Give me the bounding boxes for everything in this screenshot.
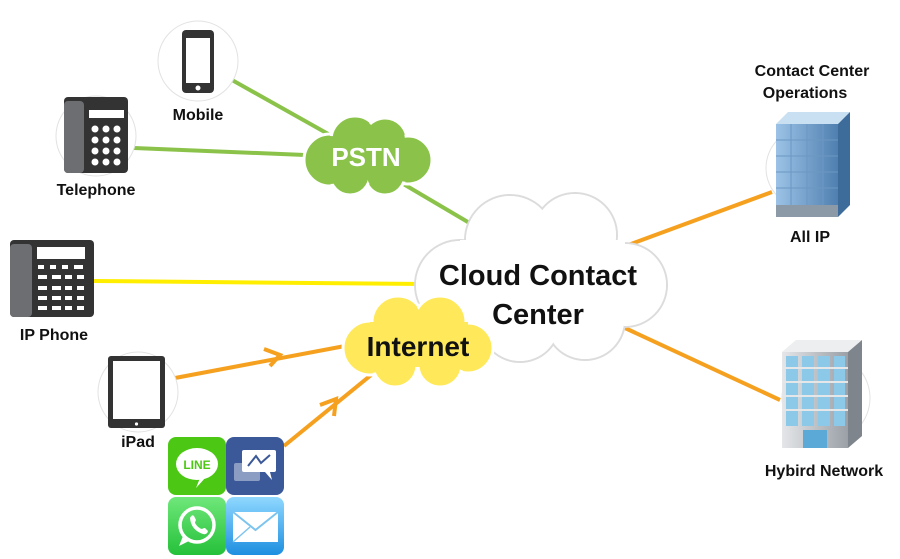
telephone-device[interactable]: Telephone bbox=[55, 95, 137, 199]
line-app-icon[interactable]: LINE bbox=[168, 437, 226, 495]
all-ip-site[interactable]: All IP bbox=[765, 112, 850, 246]
mail-app-icon[interactable] bbox=[226, 497, 284, 555]
telephone-pstn-link bbox=[133, 146, 306, 157]
mobile-pstn-link bbox=[231, 78, 331, 137]
arrow-icon bbox=[319, 395, 339, 417]
messenger-app-icon[interactable] bbox=[226, 437, 284, 495]
ip-phone-device[interactable]: IP Phone bbox=[10, 240, 94, 344]
center-allip-link bbox=[619, 190, 773, 250]
connection-lines bbox=[93, 78, 781, 448]
line-app-label: LINE bbox=[183, 458, 210, 472]
whatsapp-app-icon[interactable] bbox=[168, 497, 226, 555]
desk-telephone-icon bbox=[64, 97, 128, 173]
tablet-icon bbox=[108, 356, 165, 428]
mobile-label: Mobile bbox=[173, 107, 224, 124]
mobile-phone-icon bbox=[182, 30, 214, 93]
all-ip-label: All IP bbox=[790, 229, 830, 246]
pstn-cloud[interactable]: PSTN bbox=[302, 114, 434, 197]
apps-internet-link bbox=[282, 369, 378, 448]
ip-phone-label: IP Phone bbox=[20, 327, 88, 344]
pstn-label: PSTN bbox=[331, 142, 400, 172]
ipphone-center-link bbox=[93, 279, 426, 286]
office-building-icon bbox=[776, 112, 850, 217]
ip-phone-icon bbox=[10, 240, 94, 317]
ipad-internet-link bbox=[174, 344, 346, 380]
mobile-device[interactable]: Mobile bbox=[157, 20, 239, 124]
internet-cloud[interactable]: Internet bbox=[341, 294, 495, 389]
internet-label: Internet bbox=[367, 331, 470, 362]
center-label-line1: Cloud Contact bbox=[439, 260, 637, 292]
office-tower-icon bbox=[782, 340, 862, 448]
operations-label-line2: Operations bbox=[763, 85, 848, 102]
operations-label-line1: Contact Center bbox=[755, 63, 870, 80]
ipad-device[interactable]: iPad bbox=[97, 351, 179, 451]
hybrid-network-label: Hybird Network bbox=[765, 463, 883, 480]
center-label-line2: Center bbox=[492, 299, 584, 331]
pstn-center-link bbox=[398, 180, 480, 230]
center-hybrid-link bbox=[624, 326, 781, 402]
arrow-icon bbox=[263, 347, 284, 368]
ipad-label: iPad bbox=[121, 434, 155, 451]
hybrid-network-site[interactable]: Hybird Network bbox=[765, 340, 883, 480]
telephone-label: Telephone bbox=[57, 182, 136, 199]
